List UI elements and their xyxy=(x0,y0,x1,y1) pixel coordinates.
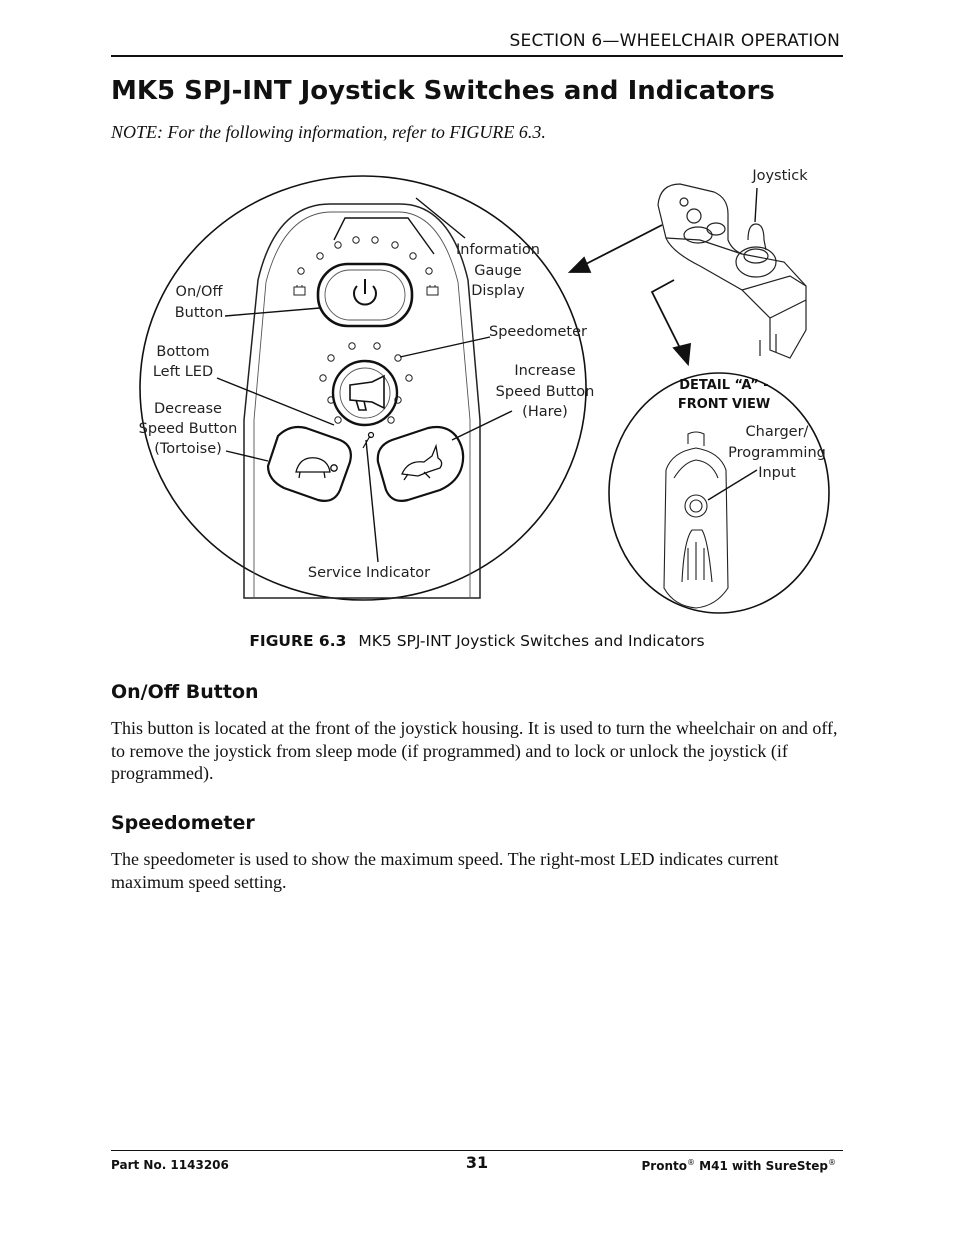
label-increase-3: (Hare) xyxy=(522,404,568,420)
label-speedometer: Speedometer xyxy=(489,324,587,340)
section-heading-speedometer: Speedometer xyxy=(111,812,255,834)
page-title: MK5 SPJ-INT Joystick Switches and Indica… xyxy=(111,76,775,106)
detail-arrows xyxy=(567,224,692,367)
footer-part-number: Part No. 1143206 xyxy=(111,1158,229,1172)
label-decrease-2: Speed Button xyxy=(139,421,238,437)
increase-button-shape xyxy=(376,425,465,502)
section-header: SECTION 6—WHEELCHAIR OPERATION xyxy=(509,31,840,51)
decrease-button-shape xyxy=(266,425,352,502)
label-info-3: Display xyxy=(471,283,525,299)
label-increase-2: Speed Button xyxy=(496,384,595,400)
figure-number: FIGURE 6.3 xyxy=(249,632,347,650)
section-body-on-off: This button is located at the front of t… xyxy=(111,718,838,783)
figure-note: NOTE: For the following information, ref… xyxy=(111,122,546,142)
figure-caption-text: MK5 SPJ-INT Joystick Switches and Indica… xyxy=(358,632,705,650)
power-icon xyxy=(353,279,377,306)
label-bottom-left-1: Bottom xyxy=(156,344,209,360)
section-body-speedometer: The speedometer is used to show the maxi… xyxy=(111,849,779,892)
leader-lines xyxy=(216,197,513,563)
label-decrease-3: (Tortoise) xyxy=(154,441,222,457)
label-joystick: Joystick xyxy=(751,168,808,184)
label-charger-3: Input xyxy=(758,465,796,481)
label-decrease-1: Decrease xyxy=(154,401,222,417)
battery-icon xyxy=(293,285,439,296)
horn-button-shape xyxy=(331,359,399,427)
label-info-1: Information xyxy=(456,242,540,258)
horn-icon xyxy=(349,374,385,411)
label-on-off-1: On/Off xyxy=(176,284,224,300)
label-detail-1: DETAIL “A” - xyxy=(679,378,768,393)
panel-detail-circle xyxy=(139,175,587,601)
info-gauge-leds xyxy=(297,236,433,275)
registered-mark-2: ® xyxy=(828,1158,836,1167)
footer-product-model: M41 with SureStep xyxy=(694,1159,828,1173)
on-off-button-shape xyxy=(316,262,414,328)
label-on-off-2: Button xyxy=(175,305,224,321)
detail-a-circle xyxy=(608,372,830,614)
label-service: Service Indicator xyxy=(308,565,430,581)
registered-mark: ® xyxy=(686,1158,695,1167)
footer-product: Pronto® M41 with SureStep® xyxy=(642,1158,837,1173)
front-view-sketch xyxy=(663,431,729,609)
label-info-2: Gauge xyxy=(474,263,522,279)
label-charger-2: Programming xyxy=(728,445,826,461)
footer-rule xyxy=(111,1150,843,1151)
label-charger-1: Charger/ xyxy=(746,424,809,440)
joystick-housing-sketch xyxy=(657,183,807,359)
footer-product-name: Pronto xyxy=(641,1159,687,1173)
wrench-icon xyxy=(362,431,375,449)
tortoise-icon xyxy=(295,457,338,479)
page-number: 31 xyxy=(465,1153,489,1172)
header-rule xyxy=(111,55,843,57)
figure-caption: FIGURE 6.3 MK5 SPJ-INT Joystick Switches … xyxy=(0,632,954,650)
hare-icon xyxy=(401,443,443,481)
label-detail-2: FRONT VIEW xyxy=(678,397,770,412)
joystick-faceplate xyxy=(243,203,481,599)
section-heading-on-off: On/Off Button xyxy=(111,681,259,703)
label-increase-1: Increase xyxy=(514,363,575,379)
label-bottom-left-2: Left LED xyxy=(153,364,213,380)
speedometer-leds xyxy=(319,342,413,424)
